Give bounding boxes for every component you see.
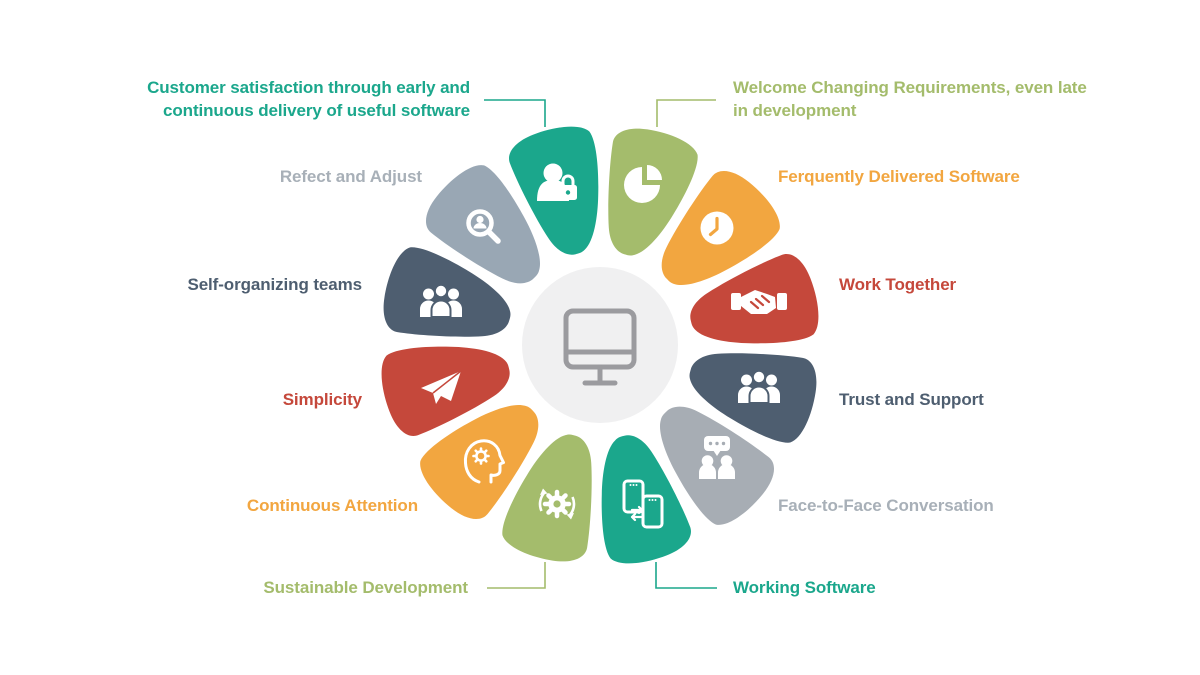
label-self-organizing-teams: Self-organizing teams (187, 275, 362, 294)
label-welcome-changing-requirements: Welcome Changing Requirements, even late… (733, 78, 1087, 120)
team-icon (420, 283, 462, 318)
clock-icon (700, 211, 734, 245)
label-reflect-and-adjust: Refect and Adjust (279, 167, 422, 186)
search-user-icon (466, 209, 501, 244)
paper-plane-icon (421, 370, 462, 404)
conversation-icon (699, 436, 735, 479)
connector-sustainable-development (487, 562, 546, 589)
head-gear-icon (463, 439, 505, 484)
label-work-together: Work Together (839, 275, 957, 294)
connector-welcome-changing-requirements (656, 99, 716, 127)
connector-working-software (655, 562, 717, 589)
label-working-software: Working Software (733, 578, 876, 597)
center-hub (522, 267, 678, 423)
user-lock-icon (537, 163, 577, 201)
pie-chart-icon (624, 165, 662, 203)
handshake-icon (731, 290, 787, 314)
label-continuous-attention: Continuous Attention (246, 496, 418, 515)
label-trust-and-support: Trust and Support (839, 390, 984, 409)
connector-customer-satisfaction (484, 99, 546, 127)
gear-refresh-icon (538, 488, 576, 520)
center-circle (522, 267, 678, 423)
label-face-to-face-conversation: Face-to-Face Conversation (778, 496, 994, 515)
label-customer-satisfaction: Customer satisfaction through early and … (147, 78, 470, 120)
mobile-sync-icon (622, 479, 664, 529)
monitor-icon (563, 308, 637, 386)
label-simplicity: Simplicity (282, 390, 362, 409)
label-frequently-delivered-software: Ferquently Delivered Software (778, 167, 1020, 186)
team-icon (738, 369, 780, 404)
label-sustainable-development: Sustainable Development (263, 578, 468, 597)
